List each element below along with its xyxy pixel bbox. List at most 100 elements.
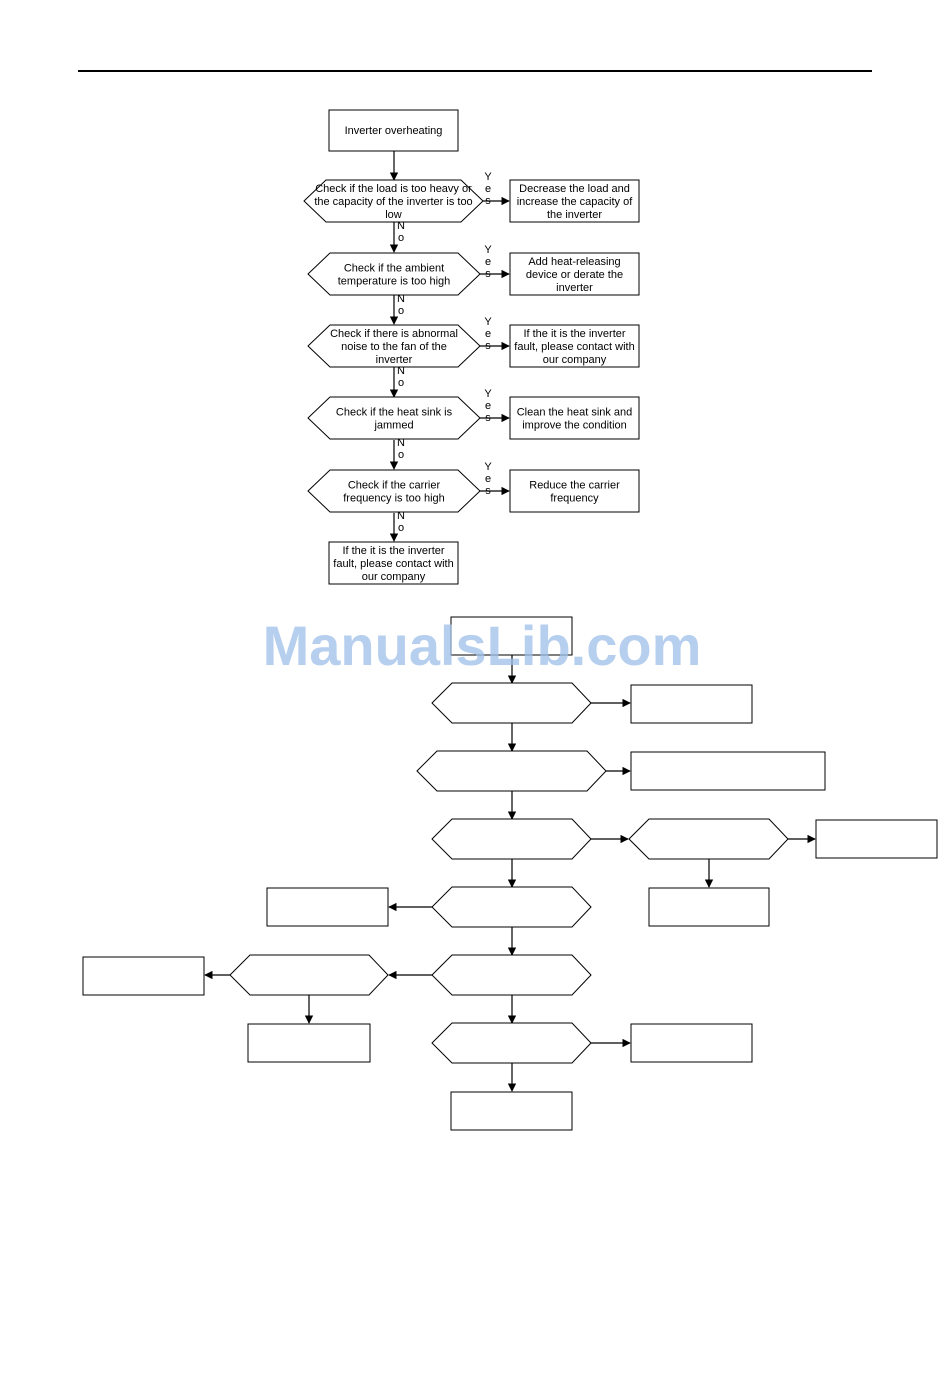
label-char: e [485,328,491,340]
text-line: frequency is too high [343,493,445,505]
label-char: o [398,449,404,461]
blank-action-box [815,819,938,859]
label-char: s [485,340,491,352]
text-line: jammed [373,420,413,432]
blank-decision [431,954,592,996]
label-char: s [485,412,491,424]
text-line: noise to the fan of the [341,341,447,353]
action-box [509,396,640,440]
text-line: Clean the heat sink and [517,407,633,419]
label-char: N [397,220,405,232]
text-line: temperature is too high [338,276,451,288]
label-char: e [485,400,491,412]
text-line: Check if the load is too heavy or [315,183,472,195]
end-node-box [328,541,459,585]
text-line: inverter [376,354,413,366]
blank-decision [431,818,592,860]
text-line: Add heat-releasing [528,256,620,268]
label-char: Y [484,171,492,183]
label-char: o [398,232,404,244]
overheating-flowchart: Inverter overheating If the it is the in… [303,109,640,585]
label-char: s [485,268,491,280]
blank-start-box [450,616,573,656]
label-char: Y [484,461,492,473]
label-char: o [398,522,404,534]
blank-decision [416,750,607,792]
label-char: s [485,485,491,497]
start-node-box [328,109,459,152]
action-box [509,469,640,513]
text-line: low [385,209,402,221]
action-box [509,252,640,296]
blank-end-box [450,1091,573,1131]
text-line: Check if the ambient [344,263,444,275]
decision-diamond [307,324,481,368]
blank-decision [431,886,592,928]
text-line: Check if the heat sink is [336,407,453,419]
action-box [509,179,640,223]
blank-decision [431,682,592,724]
text-line: Check if the carrier [348,480,441,492]
blank-action-box [630,684,753,724]
label-char: Y [484,388,492,400]
blank-decision [431,1022,592,1064]
fc1-connectors [389,151,510,542]
blank-action-box [247,1023,371,1063]
label-char: o [398,305,404,317]
text-line: If the it is the inverter [342,545,444,557]
blank-decision [628,818,789,860]
decision-diamond [307,469,481,513]
text-line: Check if there is abnormal [330,328,458,340]
watermark-text: ManualsLib.com [263,614,702,677]
action-box [509,324,640,368]
text-line: fault, please contact with [333,558,453,570]
text-line: frequency [550,493,599,505]
text-line: Decrease the load and [519,183,630,195]
blank-action-box [630,751,826,791]
text-line: improve the condition [522,420,627,432]
decision-diamond [307,252,481,296]
text-line: fault, please contact with [514,341,634,353]
text-line: If the it is the inverter [523,328,625,340]
decision-diamond [307,396,481,440]
blank-action-box [630,1023,753,1063]
label-char: e [485,473,491,485]
text-line: inverter [556,282,593,294]
label-char: s [485,195,491,207]
text-line: increase the capacity of [517,196,634,208]
label-char: N [397,365,405,377]
decision-diamond [303,179,484,223]
text-line: Reduce the carrier [529,480,620,492]
text-line: device or derate the [526,269,623,281]
text-line: the capacity of the inverter is too [314,196,472,208]
text-line: the inverter [547,209,602,221]
label-char: N [397,437,405,449]
blank-action-box [266,887,389,927]
blank-action-box [648,887,770,927]
label-char: Y [484,244,492,256]
fc2-connectors [204,655,816,1092]
